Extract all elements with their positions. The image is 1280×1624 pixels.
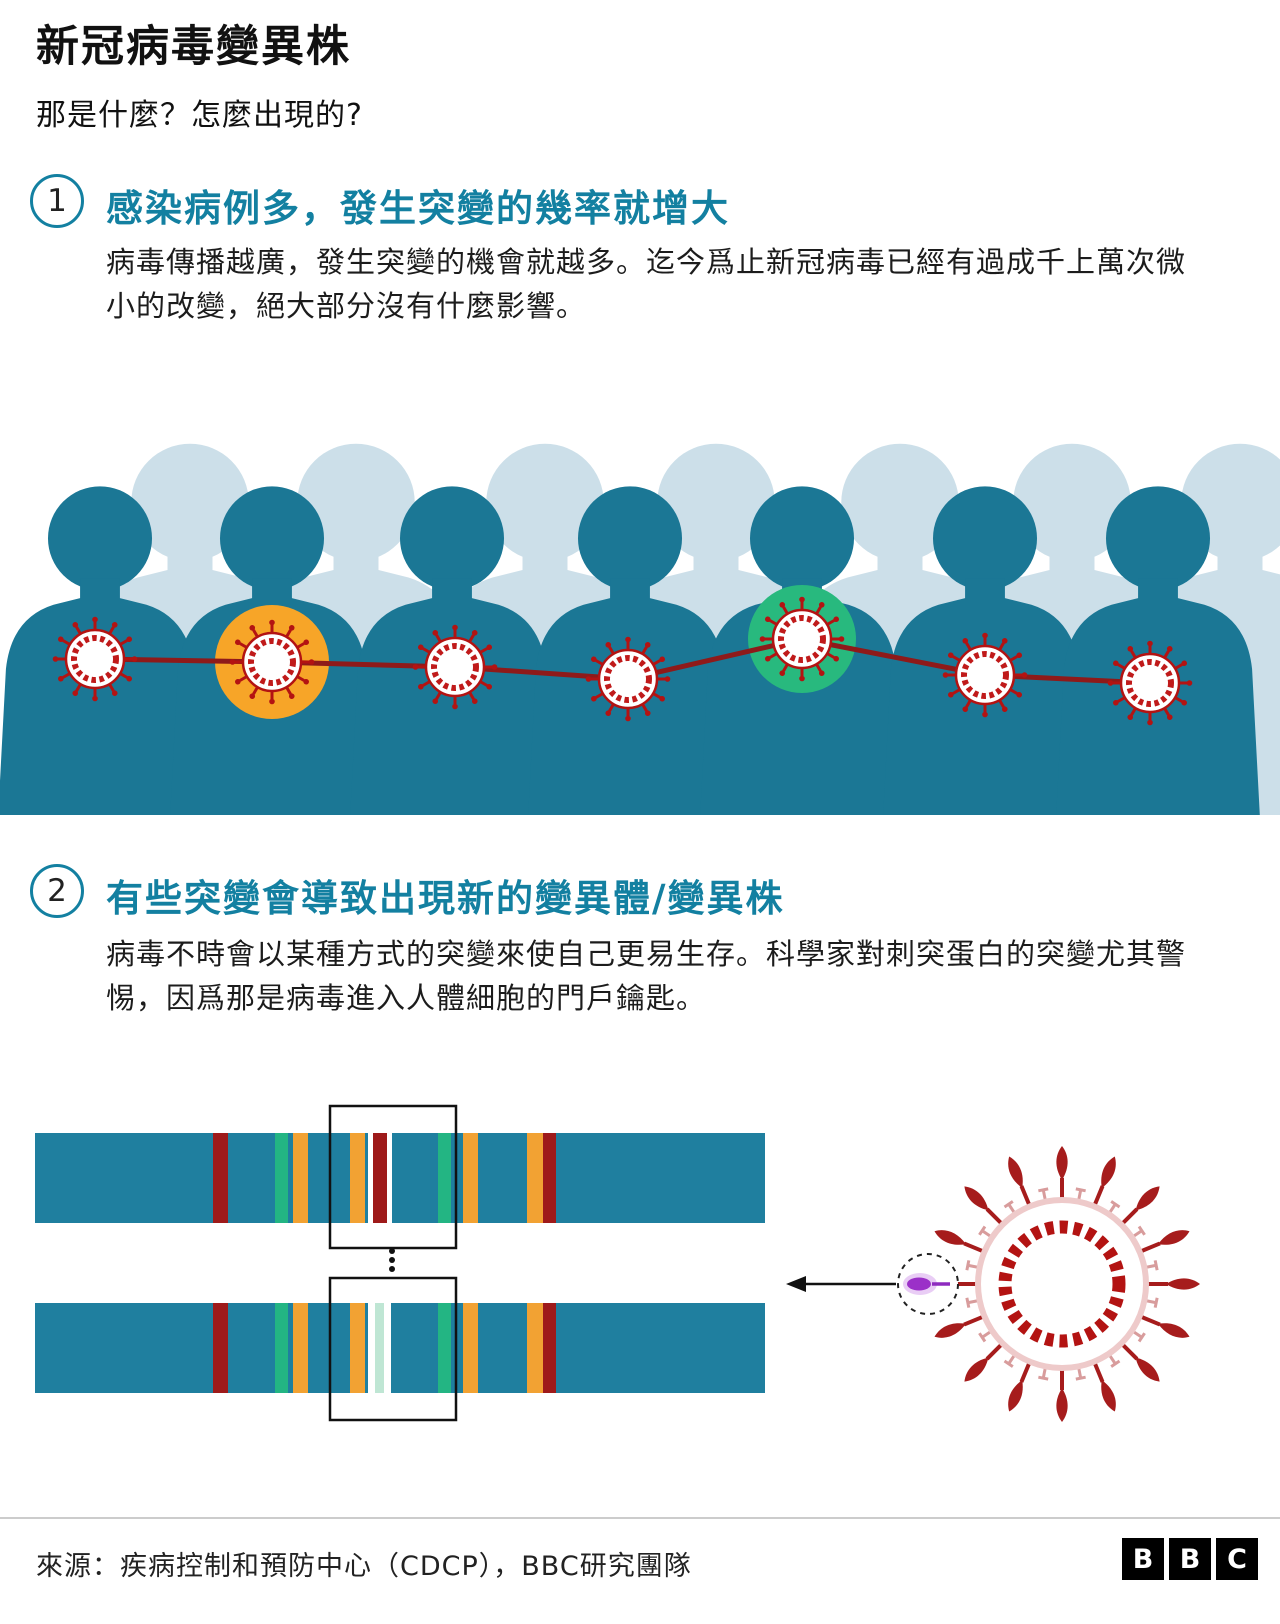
bbc-logo-square: B: [1169, 1538, 1211, 1580]
transmission-illustration: [0, 443, 1280, 815]
section-2-heading: 有些突變會導致出現新的變異體/變異株: [106, 877, 785, 920]
section-1-heading: 感染病例多，發生突變的幾率就增大: [106, 187, 730, 230]
mutated-spike-focus: [897, 1253, 959, 1315]
purple-spike-icon: [907, 1277, 931, 1291]
genome-comparison-illustration: [35, 1104, 1202, 1424]
bbc-logo-square: C: [1216, 1538, 1258, 1580]
section-1-body: 病毒傳播越廣，發生突變的機會就越多。迄今爲止新冠病毒已經有過成千上萬次微小的改變…: [106, 245, 1187, 324]
genome-bar-original: [35, 1133, 765, 1223]
mutation-zoom-box-top: [328, 1104, 458, 1250]
spike-pointer-arrow: [786, 1276, 896, 1292]
mutation-zoom-box-bottom: [328, 1276, 458, 1422]
bbc-logo: B B C: [1122, 1538, 1258, 1580]
coronavirus-spike-illustration: [922, 1144, 1202, 1424]
bbc-logo-square: B: [1122, 1538, 1164, 1580]
footer-divider: [0, 1517, 1280, 1519]
section-1-number-badge: 1: [30, 174, 84, 228]
source-credit: 來源：疾病控制和預防中心（CDCP），BBC研究團隊: [36, 1551, 692, 1582]
genome-bar-variant: [35, 1303, 765, 1393]
section-2-number-badge: 2: [30, 864, 84, 918]
comparison-ellipsis: [389, 1248, 395, 1272]
section-2-body: 病毒不時會以某種方式的突變來使自己更易生存。科學家對刺突蛋白的突變尤其警惕，因爲…: [106, 937, 1187, 1016]
page-subtitle: 那是什麼？怎麼出現的?: [36, 98, 363, 133]
page-title: 新冠病毒變異株: [36, 22, 351, 72]
